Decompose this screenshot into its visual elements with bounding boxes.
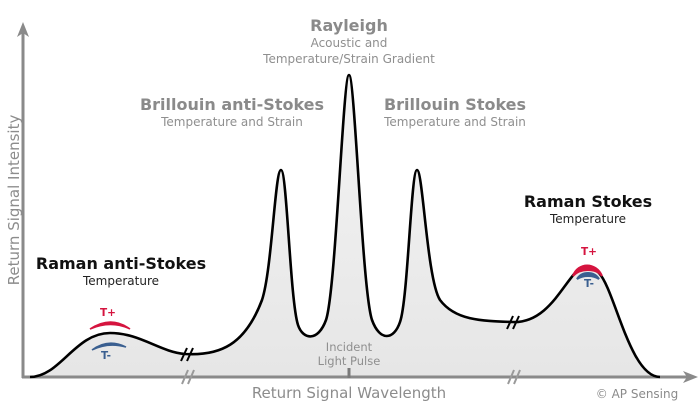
raman-anti-stokes-subtitle: Temperature (82, 274, 160, 288)
rayleigh-line1: Acoustic and (310, 36, 388, 50)
rayleigh-line2: Temperature/Strain Gradient (263, 52, 435, 66)
copyright-text: © AP Sensing (595, 387, 679, 401)
rayleigh-title: Rayleigh (310, 16, 388, 35)
brillouin-anti-stokes-label: Brillouin anti-Stokes Temperature and St… (140, 95, 324, 130)
t-minus-arc-icon (91, 342, 127, 351)
brillouin-anti-stokes-title: Brillouin anti-Stokes (139, 95, 325, 114)
spectrum-fill (24, 75, 690, 377)
raman-anti-stokes-t-plus: T+ (100, 307, 116, 319)
rayleigh-label: Rayleigh Acoustic and Temperature/Strain… (263, 16, 435, 67)
brillouin-stokes-subtitle: Temperature and Strain (384, 115, 526, 129)
incident-line1: Incident (325, 340, 373, 354)
x-axis-arrow-icon (683, 371, 698, 383)
brillouin-stokes-label: Brillouin Stokes Temperature and Strain (384, 95, 526, 130)
t-minus-cap-icon (576, 272, 600, 280)
incident-light-pulse-label: Incident Light Pulse (318, 340, 381, 368)
x-axis-label: Return Signal Wavelength (251, 384, 447, 402)
raman-anti-stokes-title: Raman anti-Stokes (35, 254, 207, 273)
t-plus-arc-icon (89, 321, 131, 330)
t-plus-cap-icon (572, 264, 603, 277)
curve-break-icon (180, 315, 520, 362)
raman-anti-stokes-label: Raman anti-Stokes Temperature (36, 254, 206, 289)
spectrum-curve (29, 73, 661, 379)
raman-stokes-subtitle: Temperature (549, 212, 627, 226)
y-axis-arrow-icon (17, 22, 29, 37)
brillouin-stokes-title: Brillouin Stokes (383, 95, 527, 114)
y-axis-label: Return Signal Intensity (5, 114, 23, 286)
brillouin-anti-stokes-subtitle: Temperature and Strain (161, 115, 303, 129)
x-axis-break-icon (181, 369, 521, 385)
raman-stokes-title: Raman Stokes (523, 192, 653, 211)
incident-line2: Light Pulse (317, 354, 381, 368)
raman-anti-stokes-t-minus: T- (101, 350, 111, 362)
raman-stokes-t-minus: T- (584, 278, 594, 290)
raman-stokes-label: Raman Stokes Temperature (524, 192, 652, 227)
raman-stokes-t-plus: T+ (581, 246, 597, 258)
